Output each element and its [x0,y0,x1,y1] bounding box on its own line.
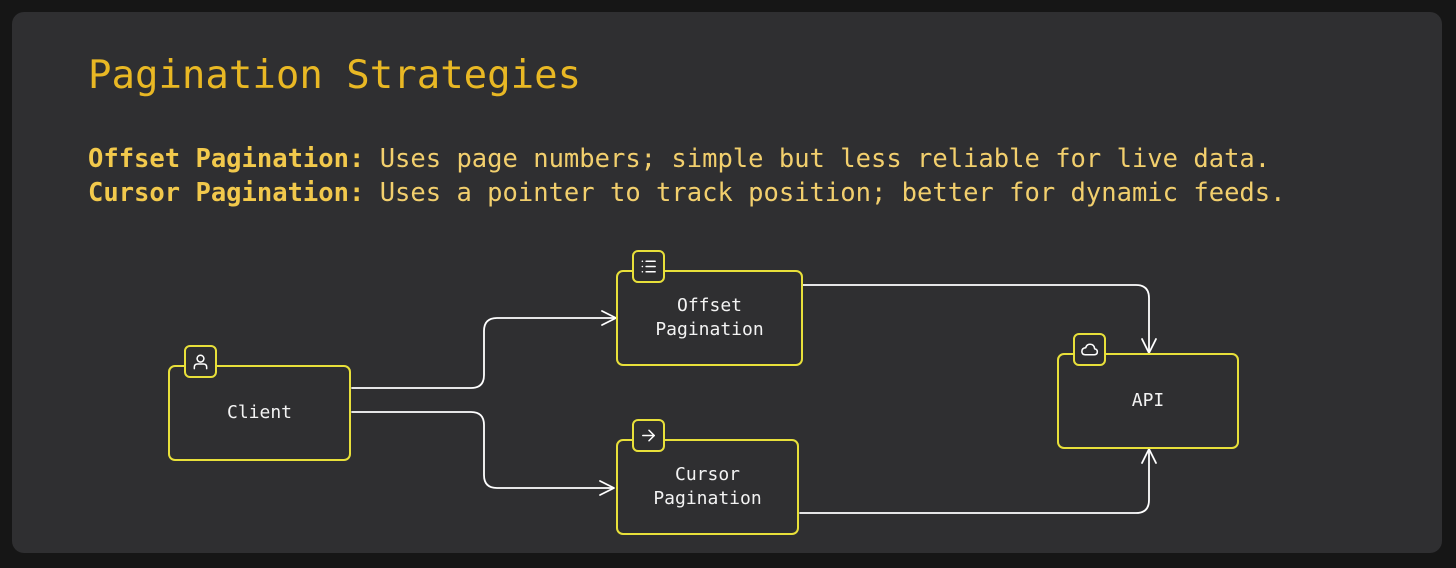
api-label: API [1131,390,1165,411]
list-icon [641,260,656,273]
connector-offset-to-api [801,284,1150,353]
arrowhead-cursor [599,480,615,496]
user-icon [193,354,208,370]
connector-client-to-cursor [351,411,614,489]
cursor-pagination-label: Cursor Pagination [653,464,762,509]
offset-pagination-label: Offset Pagination [655,295,764,340]
api-badge [1073,333,1106,366]
api-node[interactable]: API [1057,353,1239,449]
arrowhead-api-bottom [1141,448,1157,464]
page-title: Pagination Strategies [88,53,582,98]
cursor-term: Cursor Pagination: [88,178,365,208]
cursor-description: Cursor Pagination: Uses a pointer to tra… [88,176,1428,210]
client-node[interactable]: Client [168,365,351,461]
offset-description-text: Uses page numbers; simple but less relia… [364,144,1271,174]
description-block: Offset Pagination: Uses page numbers; si… [88,142,1428,210]
offset-description: Offset Pagination: Uses page numbers; si… [88,142,1428,176]
offset-pagination-node[interactable]: Offset Pagination [616,270,803,366]
cursor-pagination-node[interactable]: Cursor Pagination [616,439,799,535]
offset-term: Offset Pagination: [88,144,365,174]
cloud-icon [1081,343,1099,356]
diagram-card [12,12,1442,553]
client-badge [184,345,217,378]
cursor-pagination-badge [632,419,665,452]
connector-cursor-to-api [799,449,1150,514]
client-label: Client [226,402,293,423]
offset-pagination-badge [632,250,665,283]
arrow-right-icon [642,429,655,442]
connector-client-to-offset [351,317,616,389]
cursor-description-text: Uses a pointer to track position; better… [364,178,1286,208]
